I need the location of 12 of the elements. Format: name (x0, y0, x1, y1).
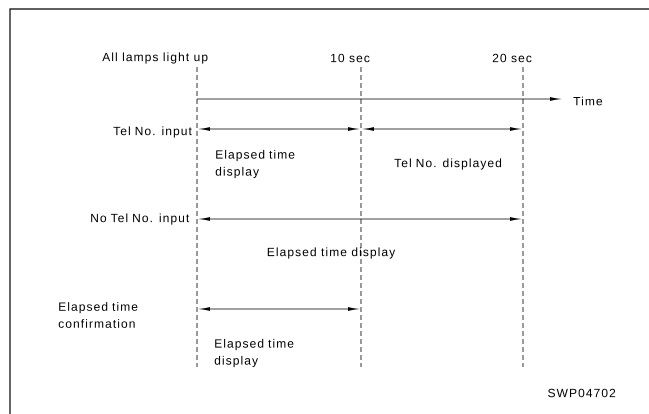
label: 20 sec (492, 54, 532, 62)
label: Elapsed time display (268, 247, 396, 259)
label: Elapsed time display (214, 338, 294, 368)
label: No Tel No. input (91, 213, 190, 225)
label: All lamps light up (102, 52, 208, 64)
label: SWP04702 (548, 388, 616, 398)
label: 10 sec (331, 54, 370, 62)
label: Elapsed time confirmation (58, 302, 138, 328)
label: Tel No. displayed (394, 158, 502, 170)
label: Elapsed time display (216, 150, 294, 178)
label: Time (573, 96, 602, 106)
label: Tel No. input (113, 126, 192, 138)
